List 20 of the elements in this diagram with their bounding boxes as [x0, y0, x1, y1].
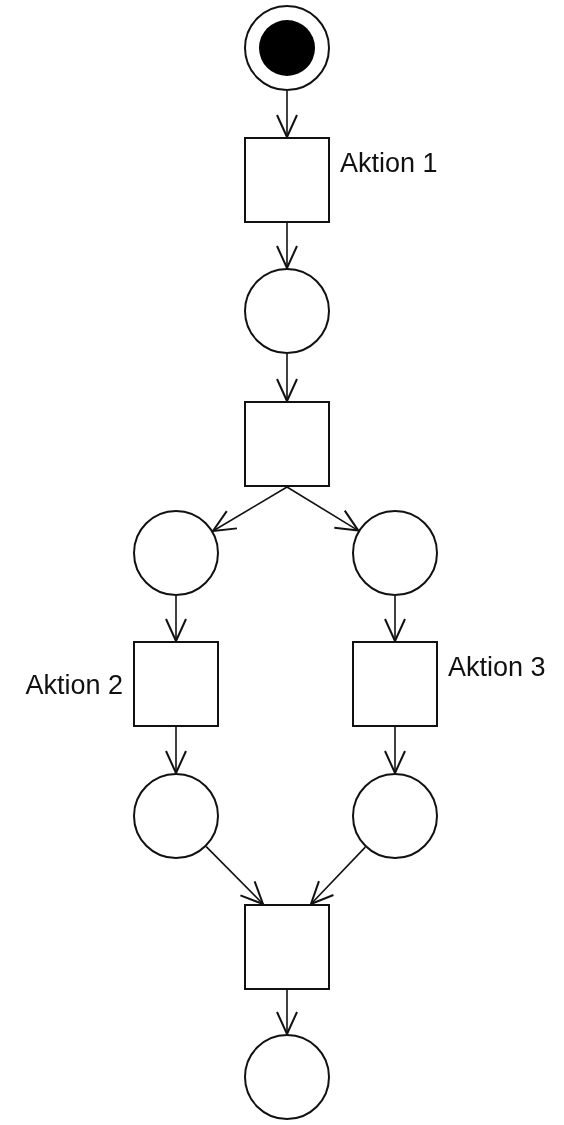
transition-box [352, 641, 438, 727]
transition-box [244, 137, 330, 223]
arrow [165, 726, 187, 774]
arrow [211, 486, 288, 532]
transition-box [244, 401, 330, 487]
arrow [384, 595, 406, 642]
arrow [310, 846, 367, 905]
transition-label: Aktion 2 [25, 672, 123, 699]
arrow [205, 845, 264, 905]
arrow [276, 222, 298, 269]
arrow [276, 989, 298, 1035]
transition-box [244, 904, 330, 990]
transition-label: Aktion 1 [340, 150, 438, 177]
arrow [276, 90, 298, 138]
transition-label: Aktion 3 [448, 654, 546, 681]
arrow [276, 353, 298, 402]
transition-box [133, 641, 219, 727]
arrow [384, 726, 406, 774]
arrow [286, 486, 360, 532]
arrow [165, 595, 187, 642]
